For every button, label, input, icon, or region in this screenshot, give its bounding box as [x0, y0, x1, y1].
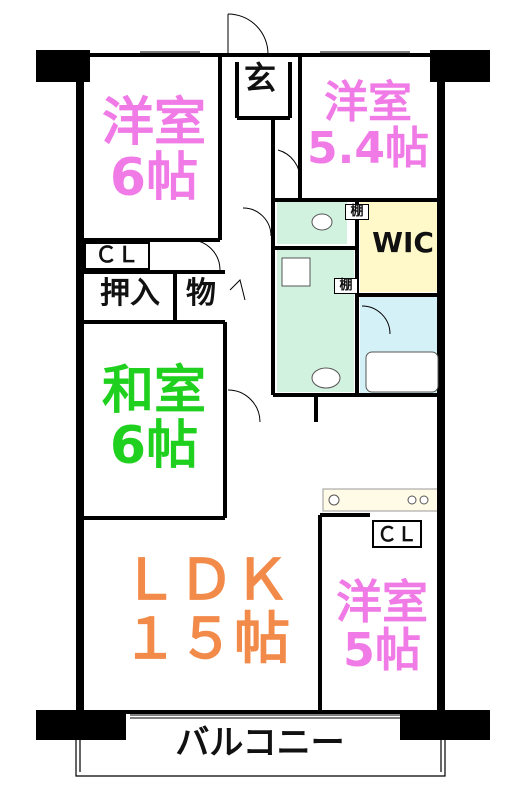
- door-swings: [189, 13, 391, 423]
- closet-label-se: ＣＬ: [372, 520, 422, 548]
- storage-label: 物: [186, 276, 216, 311]
- room-size: 5.4帖: [307, 123, 429, 175]
- room-size: 6帖: [109, 147, 199, 208]
- room-name: 洋室: [336, 575, 428, 629]
- closet-label-nw: ＣＬ: [84, 242, 150, 270]
- shelf-label-wash: 棚: [334, 278, 358, 294]
- oshiire-label: 押入: [100, 276, 160, 311]
- balcony-rail: [75, 740, 446, 777]
- room-size: 6帖: [109, 415, 199, 476]
- fixtures: [281, 213, 439, 506]
- wic-area: [360, 202, 442, 292]
- shelf-label-toilet: 棚: [345, 204, 369, 220]
- room-name: 和室: [101, 361, 206, 421]
- wic-label: WIC: [372, 226, 434, 259]
- room-name: 洋室: [324, 77, 412, 128]
- genkan-label: 玄: [243, 59, 276, 97]
- balcony-label: バルコニー: [175, 723, 345, 763]
- outer-walls: [36, 50, 490, 740]
- room-label-ldk: ＬＤＫ １５帖: [96, 548, 316, 672]
- room-label-yoshitsu-ne: 洋室 5.4帖: [302, 77, 434, 175]
- room-size: 5帖: [342, 623, 421, 678]
- room-name: 洋室: [101, 93, 206, 153]
- windows: [130, 51, 410, 719]
- room-size: １５帖: [122, 606, 290, 672]
- room-label-yoshitsu-se: 洋室 5帖: [326, 578, 438, 675]
- room-label-yoshitsu-nw: 洋室 6帖: [90, 96, 218, 205]
- room-name: ＬＤＫ: [122, 548, 290, 613]
- room-label-washitsu: 和室 6帖: [88, 364, 220, 473]
